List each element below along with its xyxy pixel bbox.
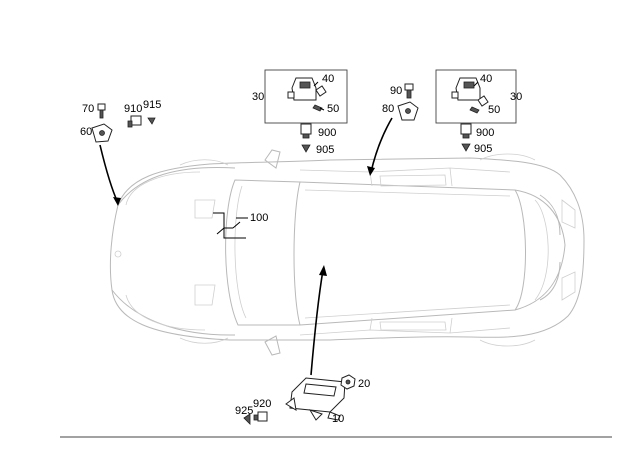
pointer-arrow-center	[310, 269, 324, 376]
label-905-right: 905	[474, 143, 492, 155]
screw-icon	[312, 104, 323, 112]
control-unit-icon	[285, 377, 346, 421]
label-915: 915	[143, 99, 161, 111]
label-905-left: 905	[316, 144, 334, 156]
label-925: 925	[235, 405, 253, 417]
left-side-sensor-group: 30 40 50 900 905	[252, 69, 348, 156]
label-100: 100	[250, 212, 268, 224]
clip-icon	[301, 144, 311, 153]
pointer-arrow-front	[99, 144, 119, 204]
clip-icon	[461, 143, 471, 152]
detail-box-right	[435, 69, 517, 124]
label-30-right: 30	[510, 91, 522, 103]
connector-plug-icon	[477, 95, 489, 107]
label-60: 60	[80, 126, 92, 138]
label-90: 90	[390, 85, 402, 97]
detail-box-left	[264, 69, 348, 124]
connector-plug-icon	[127, 115, 142, 128]
connector-plug-icon	[460, 123, 472, 139]
arrowhead	[319, 265, 327, 276]
arrowhead	[367, 166, 375, 176]
label-30-left: 30	[252, 91, 264, 103]
screw-icon	[469, 106, 480, 114]
label-20: 20	[358, 378, 370, 390]
pointer-arrow-right	[370, 117, 393, 173]
clip-icon	[147, 117, 156, 125]
screw-icon	[97, 103, 106, 119]
impact-sensor-icon	[451, 77, 481, 101]
label-80: 80	[382, 103, 394, 115]
screw-icon	[404, 83, 414, 99]
right-side-sensor-group: 90 80 40 30 50 900 905	[367, 69, 522, 176]
impact-sensor-icon	[287, 77, 317, 101]
front-sensor-group: 70 910 915 60	[80, 99, 161, 206]
nut-icon	[340, 374, 356, 390]
car-topview-outline	[109, 149, 585, 356]
label-40-right: 40	[480, 73, 492, 85]
control-unit-group: 20 10 925 920	[235, 265, 370, 425]
impact-sensor-icon	[91, 123, 113, 143]
connector-plug-icon	[300, 123, 312, 139]
impact-sensor-icon	[397, 101, 419, 121]
label-910: 910	[124, 103, 142, 115]
label-50-right: 50	[488, 104, 500, 116]
clip-icon	[243, 413, 251, 425]
connector-plug-icon	[315, 85, 327, 97]
label-70: 70	[82, 103, 94, 115]
wiring-harness-icon	[213, 212, 246, 239]
label-920: 920	[253, 398, 271, 410]
label-900-left: 900	[318, 127, 336, 139]
label-900-right: 900	[476, 127, 494, 139]
connector-plug-icon	[253, 411, 268, 422]
arrowhead	[113, 197, 121, 206]
label-10: 10	[332, 413, 344, 425]
label-50-left: 50	[327, 103, 339, 115]
wiring-harness-group: 100	[213, 212, 268, 239]
label-40-left: 40	[322, 73, 334, 85]
